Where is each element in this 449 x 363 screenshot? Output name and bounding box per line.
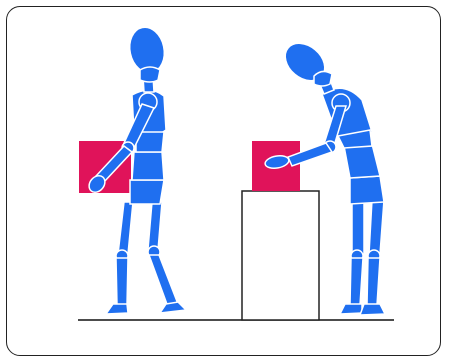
platform <box>242 191 319 320</box>
mannequin-figure-carrying <box>79 24 186 314</box>
